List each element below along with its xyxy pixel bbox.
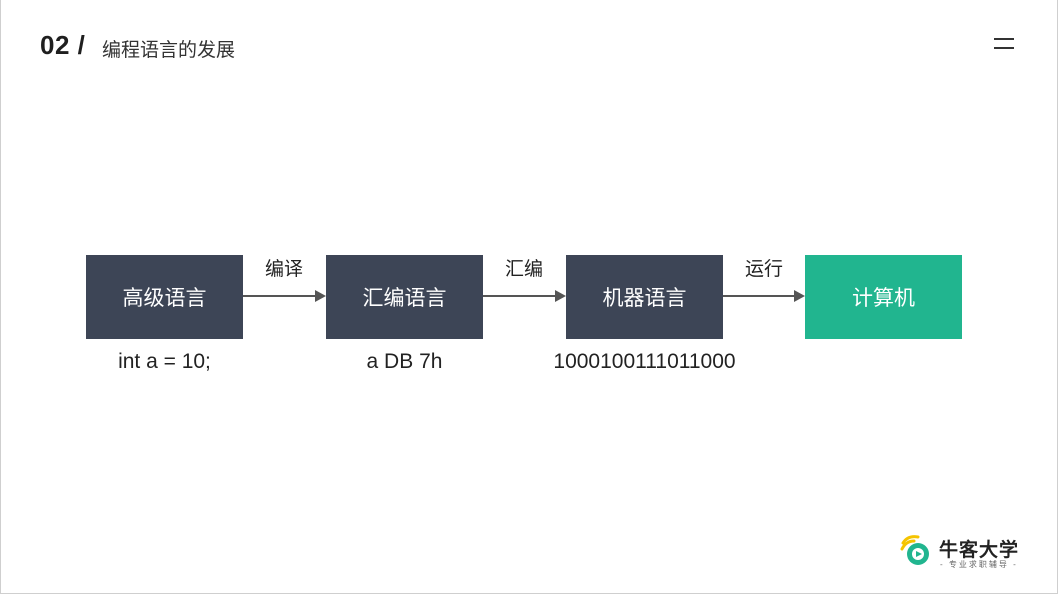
menu-icon[interactable] <box>992 38 1014 52</box>
brand-logo: 牛客大学 - 专业求职辅导 - <box>900 533 1020 573</box>
example-high-level: int a = 10; <box>118 350 211 373</box>
box-computer: 计算机 <box>805 255 962 339</box>
arrow-assemble <box>483 289 566 303</box>
arrow-compile <box>243 289 326 303</box>
arrow-label-run: 运行 <box>744 259 783 280</box>
brand-name: 牛客大学 <box>939 540 1020 561</box>
page-title: 编程语言的发展 <box>102 40 236 61</box>
brand-slogan: - 专业求职辅导 - <box>940 560 1018 569</box>
arrow-run <box>723 289 805 303</box>
box-high-level-language: 高级语言 <box>86 255 243 339</box>
section-number: 02 / <box>40 30 86 60</box>
box-machine-language: 机器语言 <box>566 255 723 339</box>
brand-logo-icon <box>900 535 929 565</box>
example-assembly: a DB 7h <box>366 350 443 373</box>
arrow-label-compile: 编译 <box>264 259 303 280</box>
example-machine-code: 1000100111011000 <box>553 350 736 373</box>
arrow-label-assemble: 汇编 <box>504 259 543 280</box>
box-assembly-language: 汇编语言 <box>326 255 483 339</box>
